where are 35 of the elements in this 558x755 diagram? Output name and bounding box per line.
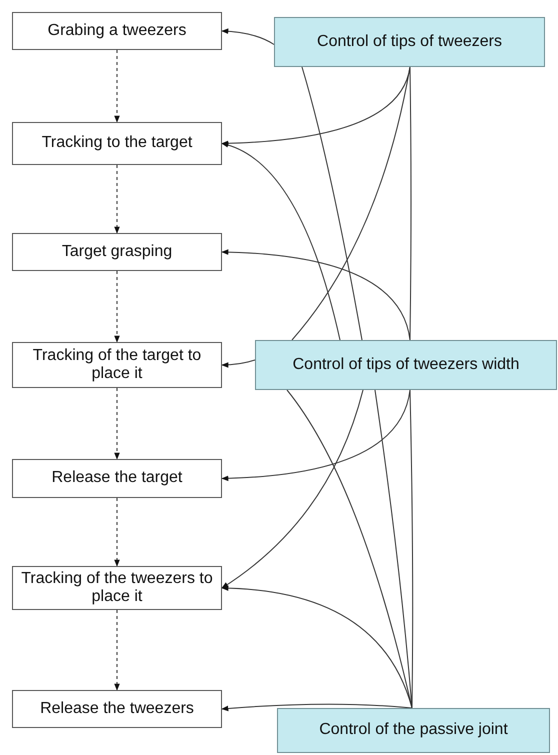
- step-box: [12, 690, 222, 728]
- dashed-arrow: [114, 50, 120, 123]
- box-text: Tracking to the target: [42, 134, 192, 153]
- dashed-arrow: [114, 498, 120, 567]
- box-text: Control of the passive joint: [319, 721, 508, 740]
- arrow: [221, 704, 412, 712]
- box-text: Release the target: [52, 469, 182, 488]
- arrow: [221, 66, 410, 146]
- step-box: [12, 122, 222, 165]
- dashed-arrow: [114, 270, 120, 343]
- arrow: [221, 585, 412, 708]
- step-box: [12, 12, 222, 50]
- box-text: Control of tips of tweezers: [317, 32, 502, 52]
- step-box: [12, 233, 222, 271]
- step-box: [12, 566, 222, 610]
- box-text: Tracking of the tweezers to place it: [20, 570, 214, 606]
- control-box: [277, 708, 550, 753]
- arrow: [221, 390, 410, 482]
- box-text: Tracking of the target to place it: [32, 346, 202, 384]
- arrow: [221, 28, 274, 45]
- box-text: Release the tweezers: [40, 700, 194, 718]
- box-text: Target grasping: [62, 242, 172, 262]
- arrow: [221, 142, 340, 340]
- control-box: [274, 17, 545, 67]
- dashed-arrow: [114, 164, 120, 234]
- arrow: [221, 360, 256, 368]
- step-box: [12, 342, 222, 388]
- step-box: [12, 459, 222, 498]
- box-text: Grabing a tweezers: [48, 22, 186, 40]
- arrow: [221, 390, 364, 588]
- dashed-arrow: [114, 610, 120, 691]
- arrow: [221, 249, 410, 340]
- dashed-arrow: [114, 388, 120, 460]
- control-box: [255, 340, 557, 390]
- box-text: Control of tips of tweezers width: [292, 356, 520, 374]
